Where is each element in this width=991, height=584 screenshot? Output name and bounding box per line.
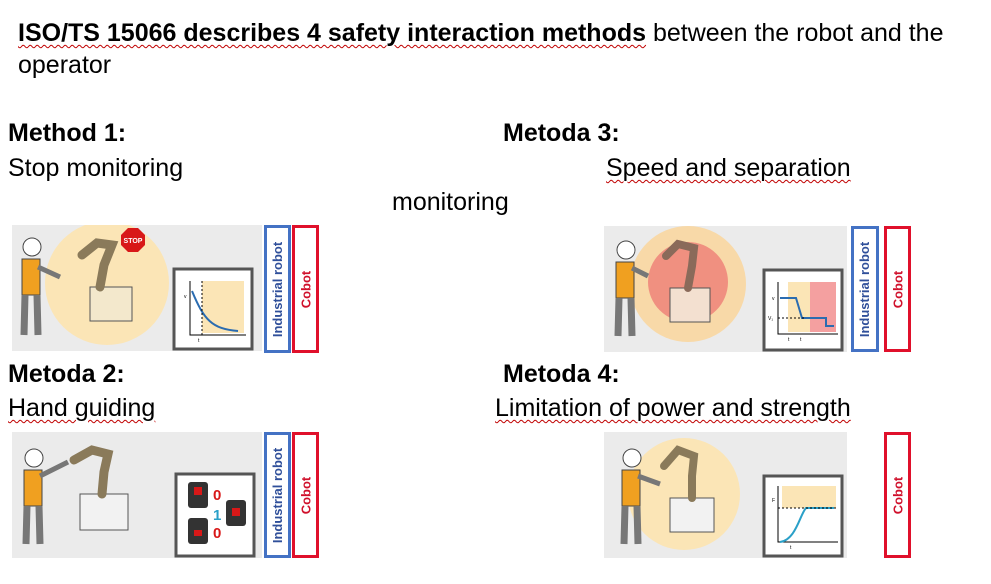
operator-helmet <box>24 448 44 468</box>
speed-chart-v: v <box>184 294 187 300</box>
industrial-robot-label-1: Industrial robot <box>270 241 285 337</box>
enabling-switch-top-indicator <box>194 487 202 495</box>
operator-legs <box>614 297 636 337</box>
operator-helmet <box>22 237 42 257</box>
operator-vest <box>615 261 635 299</box>
industrial-robot-tag-3: Industrial robot <box>851 226 879 352</box>
operator-arm <box>637 473 661 487</box>
cobot-tag-1: Cobot <box>292 225 319 353</box>
method-1-title: Method 1: <box>8 119 127 147</box>
method-3-title: Metoda 3: <box>503 119 620 147</box>
page-heading: ISO/TS 15066 describes 4 safety interact… <box>18 17 978 81</box>
speed-chart-axes <box>777 282 838 335</box>
speed-separation-illustration: v V₁ t t <box>614 226 844 352</box>
cobot-tag-3: Cobot <box>884 226 911 352</box>
operator-helmet <box>622 448 642 468</box>
operator-arm <box>630 265 650 279</box>
speed-chart-danger-zone <box>810 282 836 332</box>
force-chart-f: F <box>772 498 775 504</box>
method-4-illustration: F t <box>604 432 847 558</box>
robot-arm <box>77 238 119 292</box>
robot-base <box>89 286 133 322</box>
industrial-robot-label-2: Industrial robot <box>270 447 285 543</box>
stop-monitoring-illustration: STOP v t <box>20 221 254 351</box>
speed-chart-axes <box>189 281 246 336</box>
speed-chart-zone <box>202 281 244 333</box>
cobot-label-4: Cobot <box>890 476 906 514</box>
method-3-illustration: v V₁ t t <box>604 226 847 352</box>
operator-vest <box>21 258 41 296</box>
stop-icon-label: STOP <box>124 238 143 245</box>
speed-chart-curve <box>191 290 239 332</box>
cobot-label-1: Cobot <box>298 270 314 308</box>
speed-chart-t2: t <box>800 337 802 343</box>
speed-chart-t: t <box>198 338 200 344</box>
robot-arm <box>662 239 699 292</box>
cobot-tag-4: Cobot <box>884 432 911 558</box>
method-3-desc-cont: monitoring <box>392 188 509 216</box>
enabling-switch-bottom-indicator <box>194 530 202 536</box>
cobot-tag-2: Cobot <box>292 432 319 558</box>
method-1-desc: Stop monitoring <box>8 154 184 182</box>
cobot-label-2: Cobot <box>298 476 314 514</box>
robot-base <box>669 497 715 533</box>
operator-legs <box>22 505 44 545</box>
enabling-switch-middle-indicator <box>232 508 240 516</box>
operator-arm <box>38 459 70 479</box>
state-0-bottom: 0 <box>213 525 221 542</box>
force-chart-axes <box>777 486 838 543</box>
robot-base <box>669 287 711 323</box>
heading-bold: ISO/TS 15066 describes 4 safety interact… <box>18 19 647 47</box>
heading-rest: between the robot and the operator <box>18 19 944 79</box>
robot-arm <box>69 445 114 499</box>
industrial-robot-label-3: Industrial robot <box>857 241 873 337</box>
hand-guiding-illustration: 0 1 0 <box>22 445 256 558</box>
method-2-title: Metoda 2: <box>8 360 125 388</box>
operator-legs <box>620 505 642 545</box>
power-limiting-illustration: F t <box>620 438 844 558</box>
force-chart-curve <box>779 507 834 543</box>
robot-arm <box>660 445 699 502</box>
robot-base <box>79 493 129 531</box>
operator-vest <box>23 469 43 507</box>
speed-chart-v: v <box>772 296 775 302</box>
speed-chart-vr: V₁ <box>768 316 773 322</box>
operator-helmet <box>616 240 636 260</box>
state-0-top: 0 <box>213 487 221 504</box>
method-2-desc: Hand guiding <box>8 394 156 422</box>
method-4-title: Metoda 4: <box>503 360 620 388</box>
industrial-robot-tag-1: Industrial robot <box>264 225 291 353</box>
method-1-illustration: STOP v t <box>12 221 262 351</box>
speed-chart-t1: t <box>788 337 790 343</box>
force-chart-zone <box>782 486 836 508</box>
method-2-illustration: 0 1 0 <box>12 432 262 558</box>
force-chart-t: t <box>790 545 792 551</box>
operator-legs <box>20 294 42 336</box>
operator-vest <box>621 469 641 507</box>
method-3-desc: Speed and separation <box>606 154 851 182</box>
method-4-desc: Limitation of power and strength <box>495 394 851 422</box>
stop-icon <box>121 228 145 252</box>
speed-chart-curve <box>780 297 834 327</box>
state-1: 1 <box>213 507 221 524</box>
industrial-robot-tag-2: Industrial robot <box>264 432 291 558</box>
cobot-label-3: Cobot <box>890 270 906 308</box>
operator-arm <box>36 264 62 280</box>
